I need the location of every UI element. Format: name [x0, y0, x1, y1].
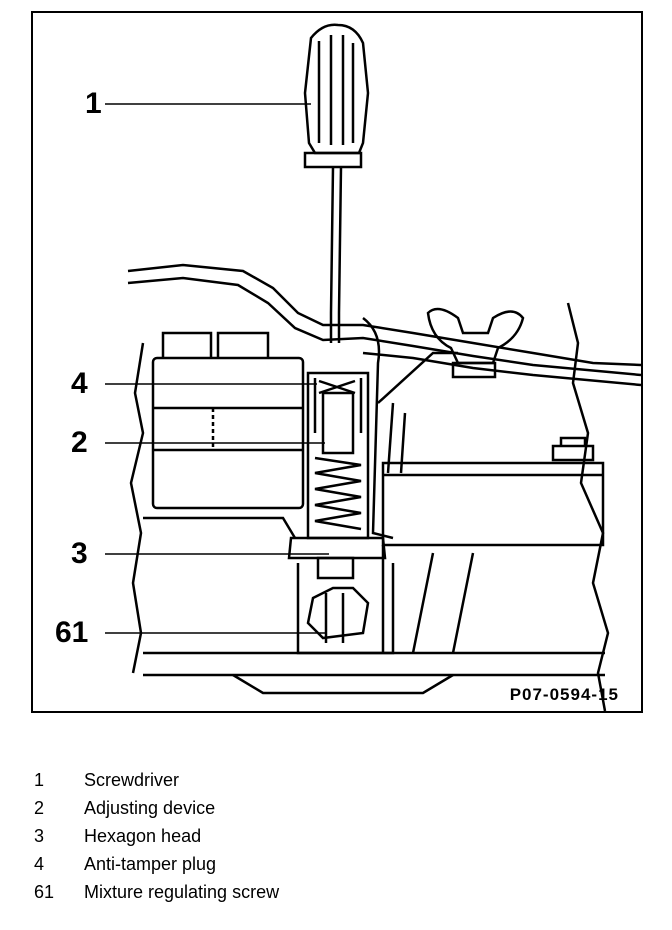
top-cover: [127, 263, 641, 367]
legend-number: 1: [34, 770, 45, 790]
callout-61: 61: [55, 616, 89, 649]
carburetor-illustration: [105, 23, 641, 711]
callout-3: 3: [71, 537, 88, 570]
legend-item: 1 Screwdriver: [34, 766, 534, 794]
legend: 1 Screwdriver 2 Adjusting device 3 Hexag…: [34, 766, 534, 906]
legend-label: Adjusting device: [84, 798, 216, 818]
throttle-housing: [381, 461, 605, 547]
float-bowl: [151, 356, 305, 510]
wing-nut: [426, 307, 525, 365]
figure-code: P07-0594-15: [509, 685, 619, 704]
spring: [314, 456, 362, 531]
screwdriver-handle: [303, 23, 370, 155]
diagram-frame: 1 4 2 3 61 P07-0594-15: [31, 11, 643, 713]
legend-label: Mixture regulating screw: [84, 882, 280, 902]
legend-number: 4: [34, 854, 45, 874]
legend-label: Screwdriver: [84, 770, 180, 790]
legend-label: Hexagon head: [84, 826, 202, 846]
legend-number: 61: [34, 882, 55, 902]
legend-item: 61 Mixture regulating screw: [34, 878, 534, 906]
legend-item: 2 Adjusting device: [34, 794, 534, 822]
legend-item: 4 Anti-tamper plug: [34, 850, 534, 878]
base-plate: [143, 651, 605, 677]
legend-number: 3: [34, 826, 45, 846]
callout-1: 1: [85, 87, 102, 120]
hexagon-head: [287, 536, 387, 560]
callout-4: 4: [71, 367, 88, 400]
callout-2: 2: [71, 426, 88, 459]
legend-label: Anti-tamper plug: [84, 854, 217, 874]
legend-item: 3 Hexagon head: [34, 822, 534, 850]
carburetor-body-left: [129, 342, 145, 674]
legend-number: 2: [34, 798, 45, 818]
